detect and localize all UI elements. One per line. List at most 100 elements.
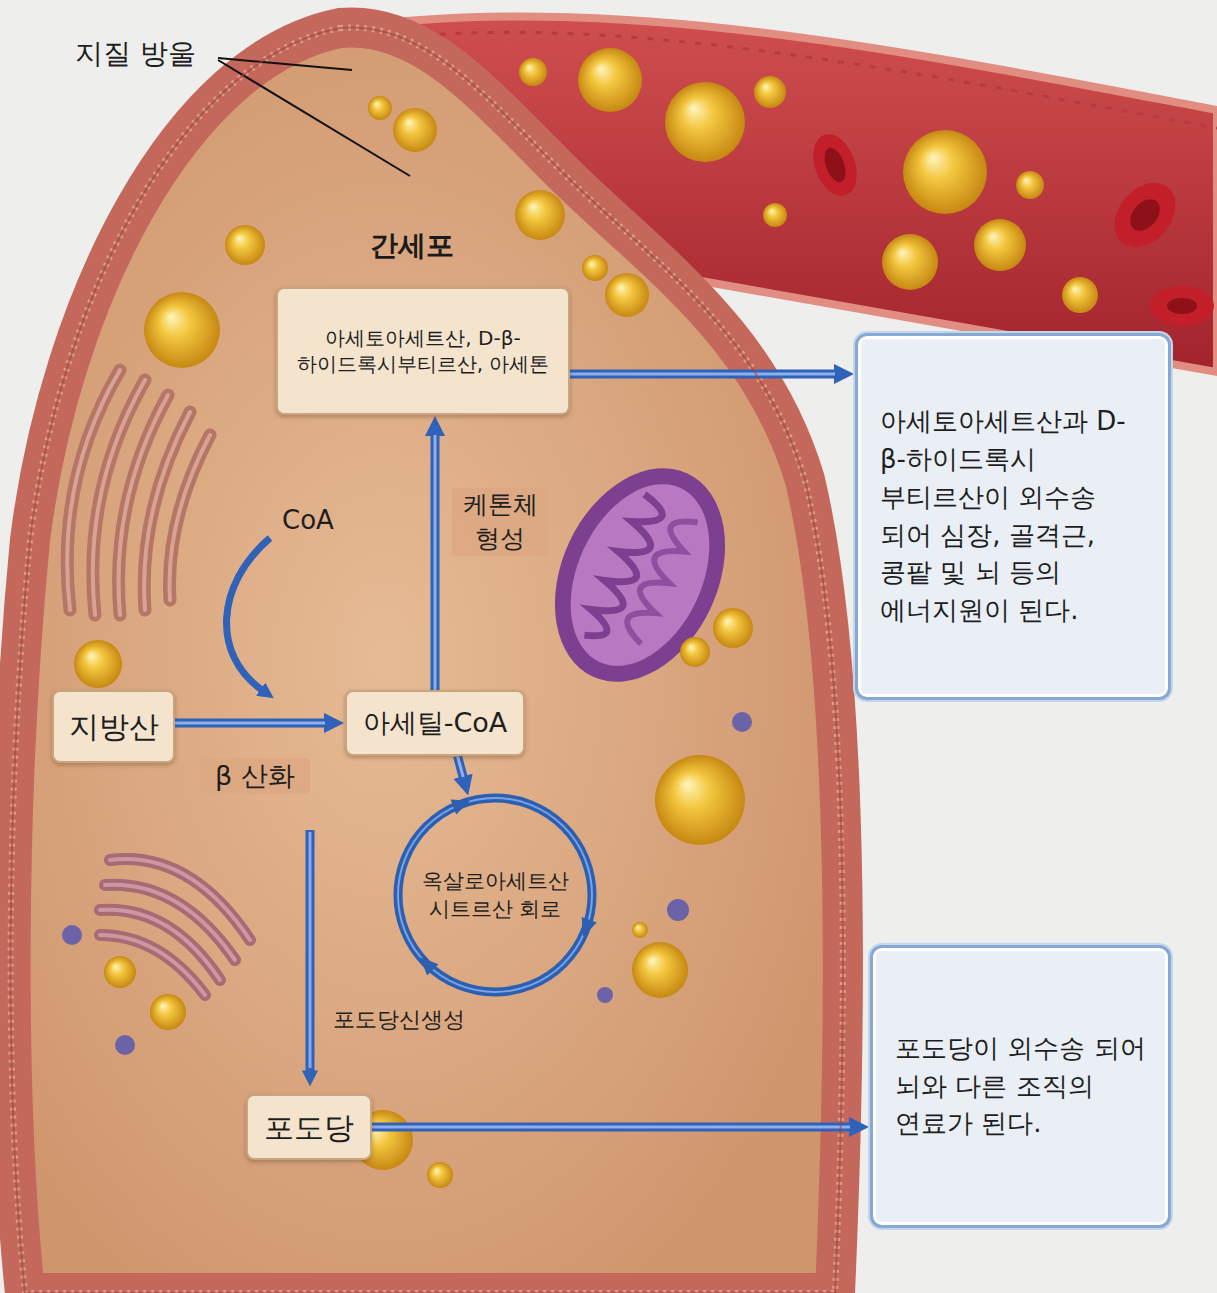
endoplasmic-reticulum — [67, 370, 210, 615]
endoplasmic-reticulum — [67, 370, 210, 615]
red-blood-cell — [805, 128, 1214, 326]
cycle-arrowhead — [451, 793, 473, 814]
golgi-apparatus — [110, 859, 250, 940]
vesicle-dot — [62, 925, 82, 945]
lipid-droplet — [903, 130, 987, 214]
lipid-droplet — [655, 755, 745, 845]
red-blood-cell — [1102, 171, 1188, 260]
coa-arrow — [227, 538, 270, 690]
endoplasmic-reticulum — [144, 412, 190, 610]
edge-label: 케톤체 형성 — [452, 488, 548, 556]
lipid-droplet — [582, 255, 608, 281]
vesicle-dot — [62, 712, 752, 1055]
endoplasmic-reticulum — [67, 370, 210, 615]
mitochondrion — [522, 441, 758, 710]
lipid-droplet — [882, 234, 938, 290]
label-text: 포도당신생성 — [333, 1006, 465, 1035]
lipid-droplet — [665, 82, 745, 162]
lipid-droplet — [605, 273, 649, 317]
flow-arrow-highlight — [175, 722, 325, 725]
node-text: 아세토아세트산과 D-β-하이드록시 부티르산이 외수송 되어 심장, 골격근,… — [880, 403, 1146, 629]
cycle-ring-line — [398, 798, 592, 992]
flow-arrow-highlight — [570, 373, 835, 376]
lipid-droplet — [578, 48, 642, 112]
cell-body — [11, 27, 843, 1293]
mitochondrion — [522, 441, 758, 710]
leader-line — [218, 58, 352, 70]
cell-body — [11, 27, 843, 1293]
flow-arrow — [372, 1127, 850, 1128]
lipid-droplet — [104, 956, 136, 988]
lipid-droplet — [368, 96, 392, 120]
leader-line — [218, 58, 410, 176]
lipid-droplet — [974, 219, 1026, 271]
red-blood-cell — [805, 128, 864, 202]
lipid-droplet — [427, 1162, 453, 1188]
label-text: 지질 방울 — [75, 36, 196, 72]
vesicle-dot — [115, 1035, 135, 1055]
cell-body — [11, 27, 843, 1293]
cell-outline: 간세포아세토아세트산, D-β-하이드록시부티르산, 아세톤지방산 아세틸-CoA… — [0, 0, 850, 1293]
note-box: 포도당이 외수송 되어 뇌와 다른 조직의 연료가 된다. — [870, 945, 1171, 1228]
red-blood-cell — [1124, 193, 1166, 236]
edge-label: β 산화 — [200, 758, 310, 794]
flow-arrow — [435, 435, 436, 690]
lipid-droplet — [632, 922, 648, 938]
gluconeogenesis-arrow — [309, 832, 312, 1068]
vesicle-dot — [732, 712, 752, 732]
process-box: 지방산 — [52, 690, 175, 763]
lipid-droplet — [74, 640, 122, 688]
cycle-circle: 옥살로아세트산 시트르산 회로 — [390, 790, 600, 1000]
cycle-arrowhead — [576, 917, 597, 939]
lipid-droplet — [393, 108, 437, 152]
flow-arrow-line — [431, 435, 440, 690]
leader-line — [218, 60, 410, 176]
lipid-droplet — [763, 203, 787, 227]
golgi-apparatus — [100, 859, 250, 995]
golgi-apparatus — [100, 859, 250, 995]
gluconeogenesis-arrow — [306, 830, 315, 1072]
node-text: 포도당 — [264, 1108, 354, 1147]
lipid-droplet — [519, 58, 547, 86]
mitochondrion — [543, 462, 737, 688]
process-box: 아세틸-CoA — [345, 690, 525, 756]
flow-arrow — [570, 374, 835, 375]
vesicle-dot — [667, 899, 689, 921]
lipid-droplet — [713, 608, 753, 648]
golgi-apparatus — [105, 885, 235, 960]
flow-arrow-line — [372, 1123, 850, 1132]
lipid-droplet — [632, 942, 688, 998]
lipid-droplet — [515, 190, 565, 240]
node-text: 포도당이 외수송 되어 뇌와 다른 조직의 연료가 된다. — [895, 1030, 1146, 1143]
node-text: 아세틸-CoA — [363, 705, 508, 740]
lipid-droplet — [225, 225, 265, 265]
cycle-ring — [390, 790, 600, 1000]
cell-membrane-outline — [0, 0, 850, 1293]
node-text: 아세토아세트산, D-β-하이드록시부티르산, 아세톤 — [290, 325, 556, 377]
node-text: 지방산 — [69, 707, 159, 746]
label-text: CoA — [282, 504, 334, 538]
flow-arrow-highlight — [372, 1126, 850, 1129]
cell-membrane-line — [11, 27, 843, 1293]
flow-arrow-highlight — [434, 435, 437, 690]
lipid-droplet — [150, 994, 186, 1030]
mitochondrion — [619, 512, 697, 644]
process-box: 아세토아세트산, D-β-하이드록시부티르산, 아세톤 — [276, 287, 570, 415]
flow-arrow-line — [175, 719, 325, 728]
golgi-apparatus — [100, 935, 205, 995]
cycle-ring-highlight — [398, 798, 592, 992]
note-box: 아세토아세트산과 D-β-하이드록시 부티르산이 외수송 되어 심장, 골격근,… — [855, 333, 1171, 700]
vesicle-dot — [597, 987, 613, 1003]
flow-arrow-highlight — [458, 756, 464, 777]
flow-arrow — [175, 723, 325, 724]
cycle-arrowhead — [414, 952, 438, 976]
process-box: 포도당 — [246, 1094, 372, 1160]
lipid-droplet — [74, 96, 753, 1188]
cell-title: 간세포 — [370, 228, 454, 264]
gluconeogenesis-arrow — [310, 830, 311, 1072]
coa-arrow — [227, 538, 270, 690]
red-blood-cell — [1150, 286, 1214, 326]
endoplasmic-reticulum — [170, 435, 211, 600]
flow-arrow-line — [570, 370, 835, 379]
lipid-droplet — [1016, 171, 1044, 199]
